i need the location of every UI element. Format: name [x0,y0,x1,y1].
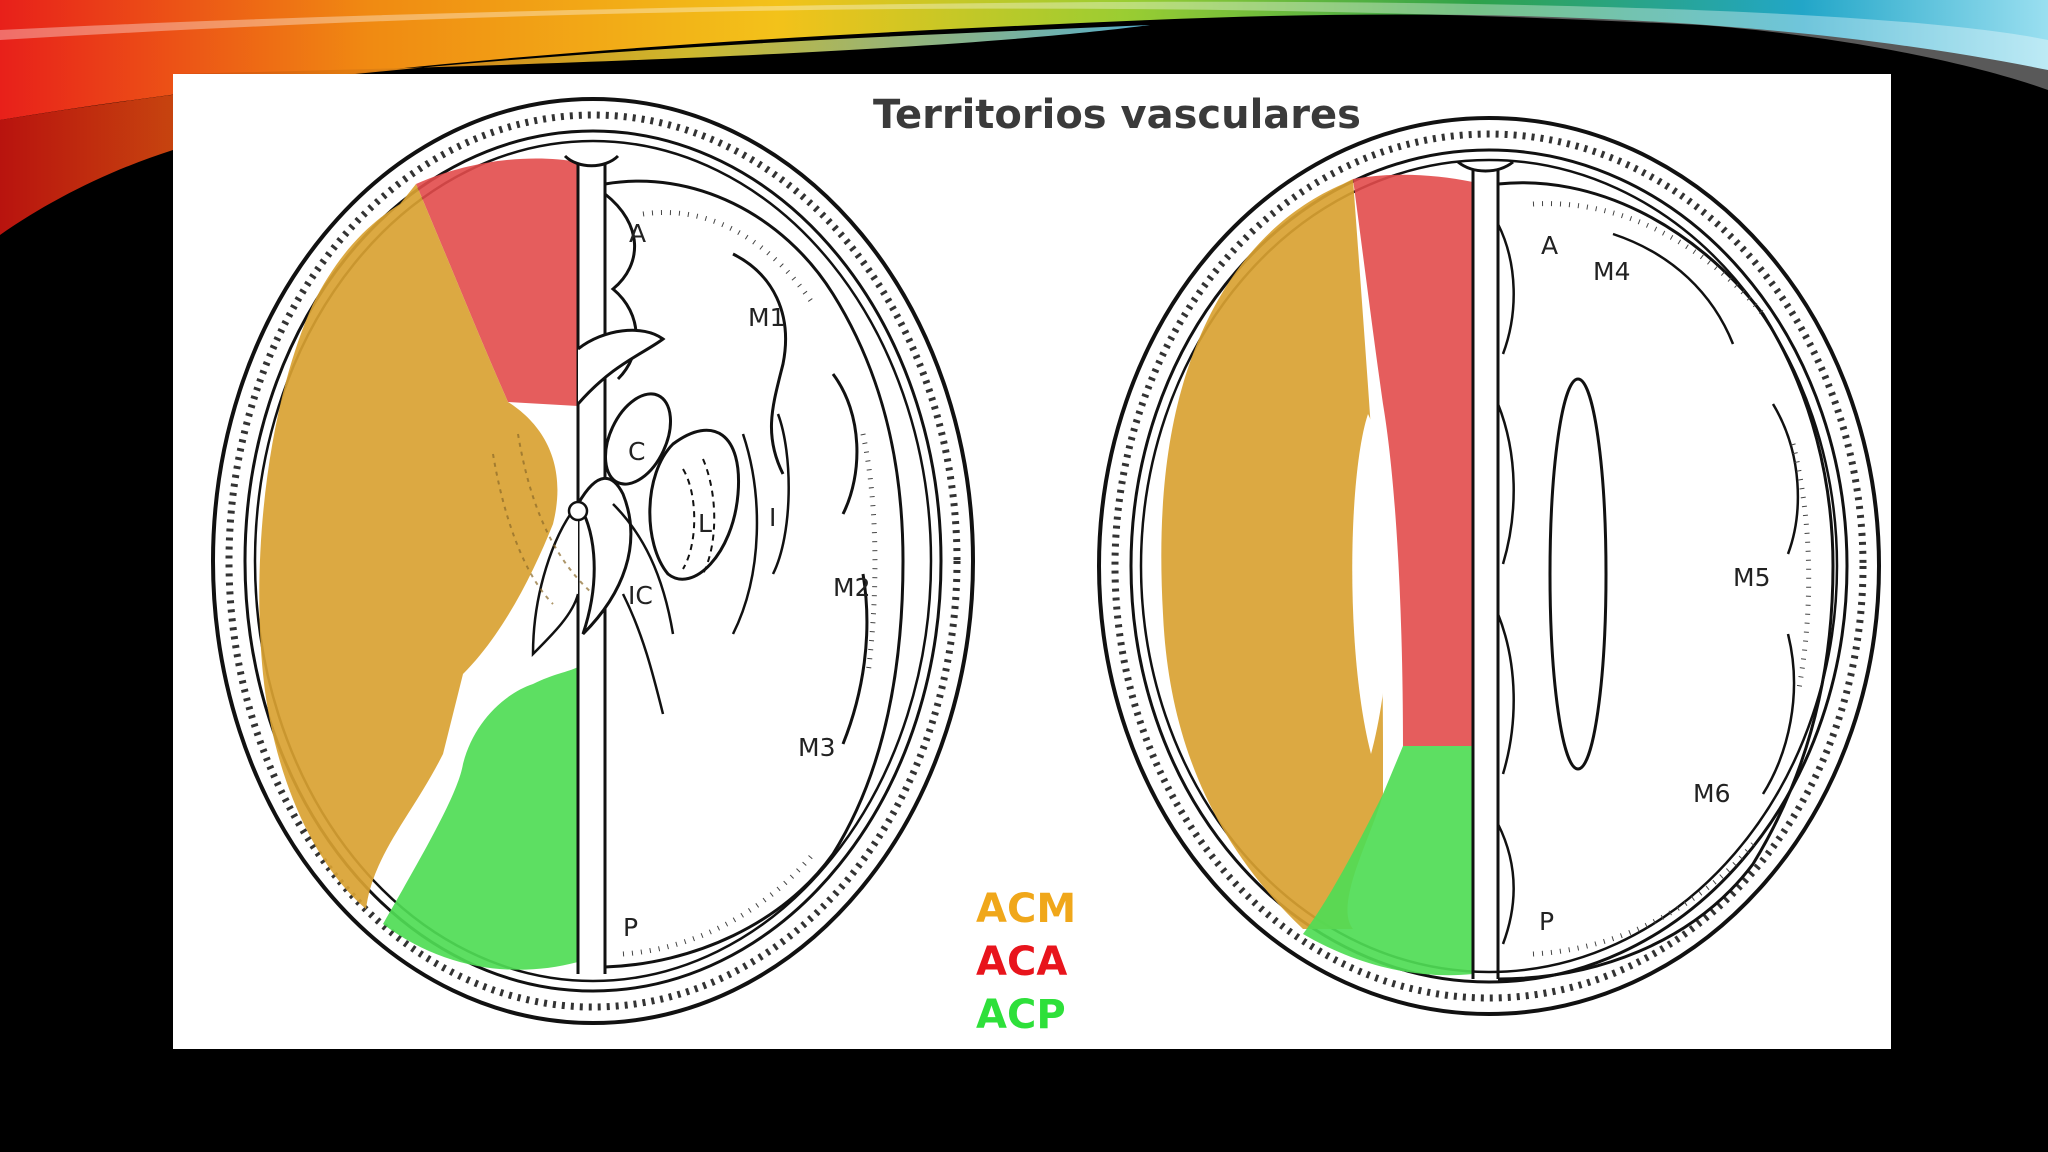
right-dura [1139,158,1839,974]
label-a-right: A [1541,231,1558,260]
legend-aca: ACA [976,939,1068,985]
right-falx [1471,169,1500,979]
label-m3: M3 [798,733,835,762]
right-skull-dotted [1111,130,1867,1002]
label-p-left: P [623,913,638,942]
right-ventricle-left [1352,414,1391,754]
swoosh-band [0,0,2048,120]
label-m6: M6 [1693,779,1730,808]
label-p-right: P [1539,907,1554,936]
left-ventricle-body [576,476,633,636]
internal-capsule [612,503,675,715]
left-skull-dotted [225,111,961,1011]
label-m2: M2 [833,573,870,602]
right-acp-territory [1303,746,1473,976]
brain-diagram: A M1 C L I IC M2 M3 P [211,97,1881,1025]
right-cortex-outline [1497,181,1835,981]
left-aca-territory [416,158,578,406]
label-ic: IC [628,581,653,610]
label-c: C [628,437,645,466]
right-ventricle-right [1548,377,1608,771]
left-acm-territory [259,184,558,909]
left-ventricle-frontal [576,328,666,405]
right-brain-section: A M4 M5 M6 P [1097,116,1881,1016]
right-acm-territory [1161,179,1383,929]
label-i: I [769,503,776,532]
label-a-left: A [629,219,646,248]
left-dura [253,139,933,983]
left-brain-section: A M1 C L I IC M2 M3 P [211,97,975,1025]
slide-title: Territorios vasculares [873,92,1361,138]
label-m1: M1 [748,303,785,332]
label-l: L [698,509,712,538]
label-m5: M5 [1733,563,1770,592]
left-acp-territory [383,667,578,970]
right-aca-territory [1353,174,1473,746]
label-m4: M4 [1593,257,1630,286]
left-cortex-outline [604,179,905,969]
caudate-nucleus [604,392,672,486]
slide-panel: A M1 C L I IC M2 M3 P [173,74,1891,1049]
legend-acm: ACM [976,886,1077,932]
legend-acp: ACP [976,992,1066,1038]
